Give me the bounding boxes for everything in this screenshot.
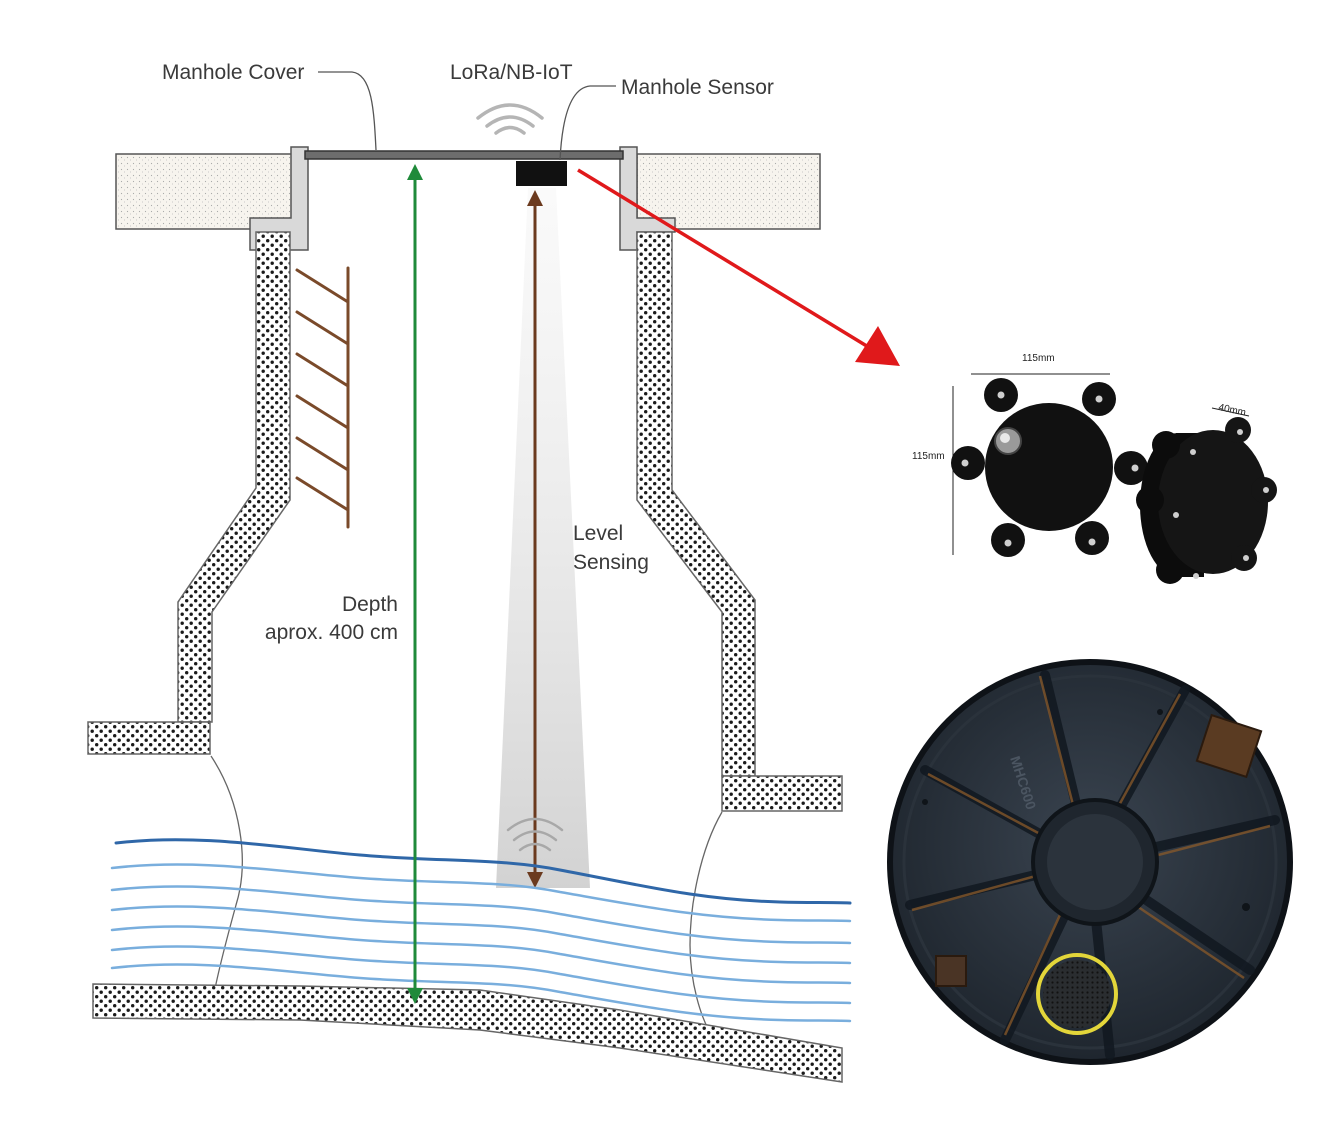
- cover-leader-line: [318, 71, 377, 151]
- ground-slab-left: [115, 153, 302, 230]
- depth-arrow: [407, 164, 423, 1004]
- cover-underside-image: MHC600: [887, 659, 1293, 1065]
- ground-slab-right: [636, 153, 821, 230]
- manhole-structure: [87, 146, 843, 1083]
- frame-left: [249, 146, 309, 251]
- sensor-leader-line: [559, 85, 616, 161]
- thickness-dimension-label: 40mm: [1217, 402, 1246, 419]
- sensor-front-view: [951, 378, 1148, 557]
- sensing-beam: [496, 188, 590, 888]
- label-level: Level: [573, 522, 623, 545]
- sensor-mesh: [1043, 960, 1111, 1028]
- cover-bracket-left: [935, 955, 967, 987]
- label-depth: Depth: [342, 593, 398, 616]
- height-dimension-label: 115mm: [912, 451, 945, 462]
- wall-right: [636, 231, 756, 777]
- pointer-arrow: [577, 168, 900, 366]
- sensor-highlight-ring: [1036, 953, 1118, 1035]
- manhole-sensor-block: [516, 161, 567, 186]
- label-manhole-sensor: Manhole Sensor: [621, 76, 774, 99]
- thickness-dimension-line: [1211, 407, 1250, 417]
- label-lora-nbiot: LoRa/NB-IoT: [450, 61, 573, 84]
- label-depth-value: aprox. 400 cm: [265, 621, 398, 644]
- chamber-wall-right: [689, 811, 723, 1041]
- chamber-wall-left: [210, 755, 243, 1006]
- label-sensing: Sensing: [573, 551, 649, 574]
- wall-left: [177, 231, 291, 723]
- water: [110, 838, 852, 1023]
- manhole-cover: [304, 150, 624, 160]
- frame-right: [619, 146, 676, 251]
- side-pipe-right: [721, 775, 843, 812]
- wireless-signal-icon: [476, 103, 544, 135]
- cover-bracket-right: [1195, 713, 1263, 779]
- level-arrow: [527, 190, 543, 888]
- sensor-side-view: [1136, 417, 1277, 584]
- ladder: [295, 266, 350, 529]
- side-pipe-left: [87, 721, 211, 755]
- sensor-product-image: 115mm 115mm 40mm: [912, 353, 1277, 584]
- width-dimension-label: 115mm: [1022, 353, 1055, 364]
- echo-signal-icon: [506, 817, 564, 852]
- label-manhole-cover: Manhole Cover: [162, 61, 304, 84]
